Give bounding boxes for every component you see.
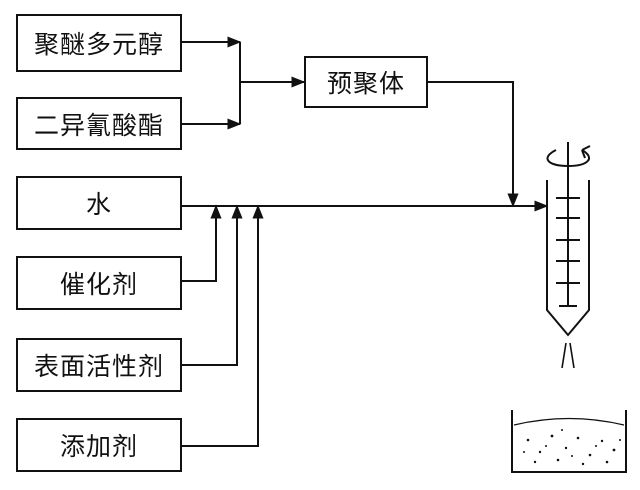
container: [511, 410, 627, 473]
box-water: 水: [16, 176, 182, 230]
label-catalyst: 催化剂: [59, 270, 138, 299]
arrow-catalyst: [182, 204, 222, 282]
foam-dots: [523, 429, 621, 466]
arrow-prepolymer-to-mixer: [428, 81, 519, 208]
label-additive: 添加剂: [59, 432, 138, 461]
arrow-surfactant: [182, 204, 243, 366]
pour-stream: [561, 342, 575, 369]
box-catalyst: 催化剂: [16, 256, 182, 310]
box-surfactant: 表面活性剂: [16, 338, 182, 392]
mixer: [546, 142, 591, 337]
label-prepolymer: 预聚体: [326, 69, 405, 98]
label-diisocyanate: 二异氰酸酯: [33, 110, 164, 140]
box-diisocyanate: 二异氰酸酯: [16, 97, 182, 150]
foam-surface: [513, 417, 625, 426]
box-prepolymer: 预聚体: [304, 56, 428, 108]
box-polyether-polyol: 聚醚多元醇: [16, 14, 182, 72]
label-surfactant: 表面活性剂: [33, 352, 164, 381]
arrow-additive: [182, 204, 264, 447]
label-polyether-polyol: 聚醚多元醇: [33, 30, 164, 59]
box-additive: 添加剂: [16, 418, 182, 472]
label-water: 水: [85, 190, 112, 219]
